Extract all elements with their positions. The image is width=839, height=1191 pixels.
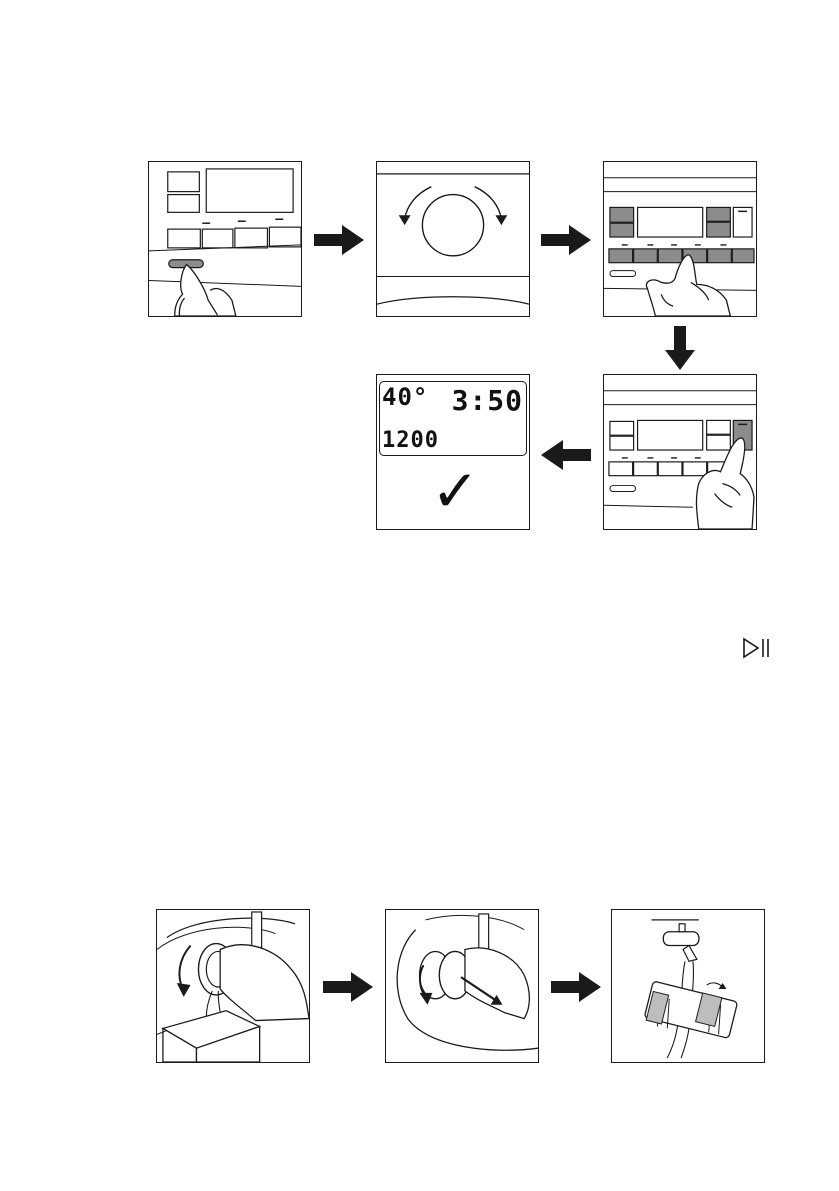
step-remove-filter-panel: [385, 909, 539, 1063]
hand-pointer-icon: [646, 255, 730, 316]
control-panel-illustration: [604, 162, 756, 316]
lcd-display: 40° 3:50 1200: [379, 381, 527, 456]
display-spin-speed: 1200: [382, 428, 439, 453]
rotate-dial-icon: [377, 162, 529, 316]
arrow-icon: [541, 440, 591, 470]
control-panel-illustration: [149, 162, 301, 316]
control-panel-illustration: [604, 375, 756, 529]
play-pause-icon: [742, 636, 772, 660]
step-display-confirm-panel: 40° 3:50 1200 ✓: [376, 374, 530, 530]
checkmark-icon: ✓: [431, 461, 480, 521]
arrow-icon: [314, 225, 364, 255]
step-rinse-filter-panel: [611, 909, 765, 1063]
step-rotate-dial-panel: [376, 161, 530, 317]
arrow-icon: [551, 972, 601, 1002]
step-press-start-panel: [603, 374, 757, 530]
display-time: 3:50: [452, 384, 523, 417]
step-drain-water-panel: [156, 909, 310, 1063]
drain-filter-icon: [644, 981, 737, 1038]
water-tap-icon: [612, 910, 764, 1062]
arrow-icon: [665, 326, 695, 370]
display-temperature: 40°: [382, 383, 428, 411]
drain-filter-icon: [386, 910, 538, 1062]
step-press-button-panel: [148, 161, 302, 317]
hand-pointer-icon: [175, 265, 236, 316]
hand-pointer-icon: [696, 438, 754, 529]
arrow-icon: [541, 225, 591, 255]
step-select-option-panel: [603, 161, 757, 317]
arrow-icon: [323, 972, 373, 1002]
drain-filter-icon: [157, 910, 309, 1062]
